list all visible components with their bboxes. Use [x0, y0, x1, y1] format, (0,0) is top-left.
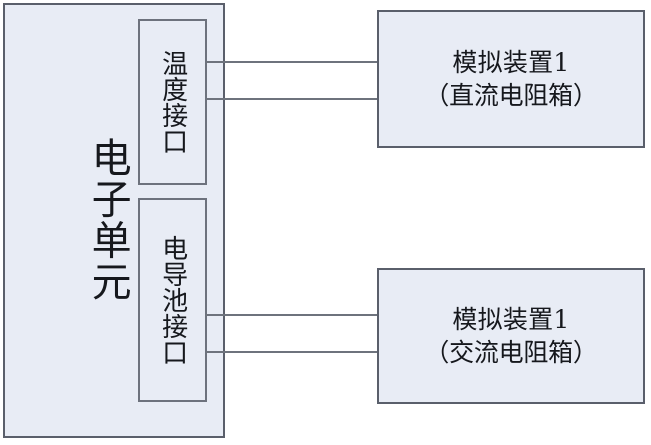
conductivity-wire-2-line: [206, 351, 378, 353]
conductivity-wire-1-line: [206, 314, 378, 316]
dc-resistance-box-line1: 模拟装置1: [452, 48, 570, 77]
ac-resistance-box-line2: （交流电阻箱）: [424, 338, 598, 367]
temperature-interface-box: 温度接口: [138, 19, 207, 185]
electronic-unit-label: 电子单元: [84, 136, 131, 302]
conductivity-cell-interface-box: 电导池接口: [138, 198, 207, 402]
conductivity-cell-interface-label-wrap: 电导池接口: [140, 200, 205, 400]
conductivity-cell-interface-label: 电导池接口: [157, 235, 188, 365]
ac-resistance-box-text: 模拟装置1 （交流电阻箱）: [379, 270, 643, 402]
temperature-interface-label-wrap: 温度接口: [140, 21, 205, 183]
dc-resistance-box-device: 模拟装置1 （直流电阻箱）: [377, 10, 645, 148]
ac-resistance-box-line1: 模拟装置1: [452, 305, 570, 334]
temperature-wire-1-line: [206, 61, 378, 63]
temperature-interface-label: 温度接口: [157, 50, 188, 154]
dc-resistance-box-line2: （直流电阻箱）: [424, 81, 598, 110]
ac-resistance-box-device: 模拟装置1 （交流电阻箱）: [377, 268, 645, 404]
dc-resistance-box-text: 模拟装置1 （直流电阻箱）: [379, 12, 643, 146]
temperature-wire-2-line: [206, 98, 378, 100]
